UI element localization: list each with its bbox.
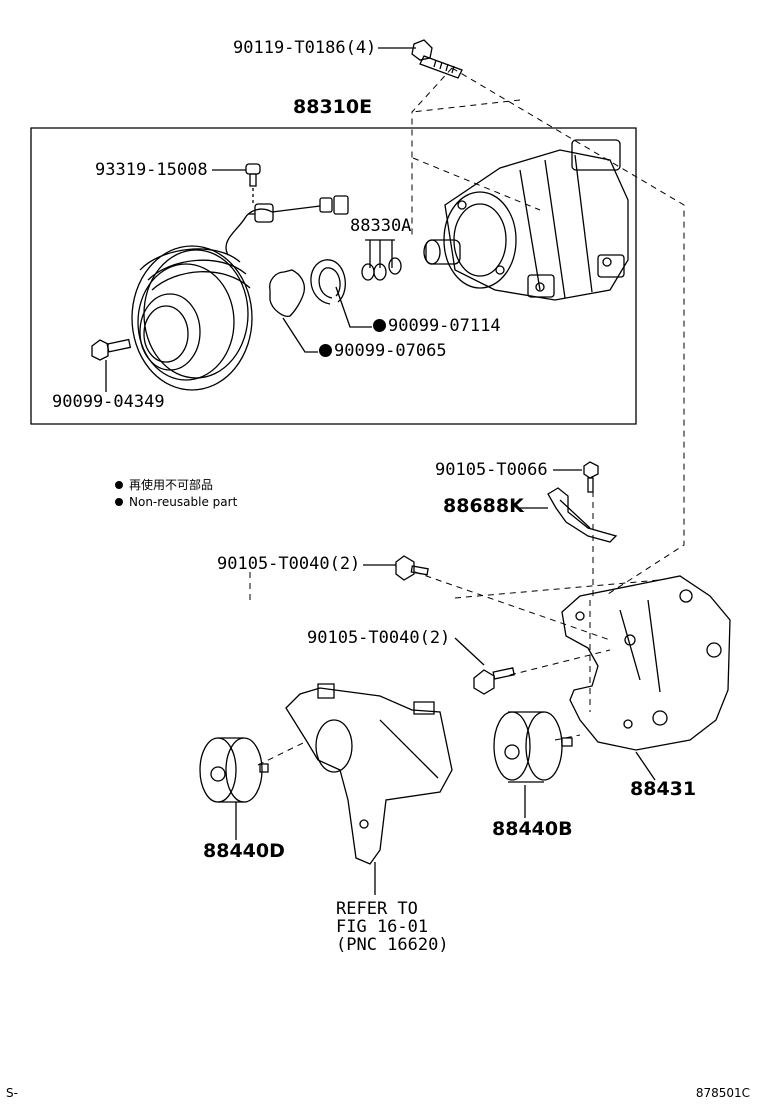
part-label-snap-ring[interactable]: 90099-07114 xyxy=(373,318,501,335)
bolt-icon xyxy=(92,340,130,360)
assembly-frame xyxy=(31,128,636,424)
idler-pulley-icon xyxy=(200,738,268,802)
legend-dot xyxy=(115,481,123,489)
gasket-icon xyxy=(270,270,305,316)
alignment-lines xyxy=(250,68,684,765)
idler-pulley-icon xyxy=(494,712,572,782)
part-label-idler-b[interactable]: 88440B xyxy=(492,818,573,840)
snap-ring-icon xyxy=(311,260,345,304)
screw-icon xyxy=(246,164,260,205)
clutch-pulley-icon xyxy=(132,246,252,390)
part-label-bolt-mid-a[interactable]: 90105-T0040(2) xyxy=(217,554,361,574)
non-reusable-dot xyxy=(319,344,332,357)
legend-text: 再使用不可部品 xyxy=(129,478,214,492)
part-label-screw[interactable]: 93319-15008 xyxy=(95,160,208,180)
part-label-compressor-bracket[interactable]: 88431 xyxy=(630,778,697,800)
part-label-idler-d[interactable]: 88440D xyxy=(203,840,285,862)
legend-en: Non-reusable part xyxy=(115,495,237,509)
part-number: 90099-07114 xyxy=(388,316,501,336)
bolt-icon xyxy=(584,462,598,492)
footer-left: S- xyxy=(6,1086,18,1100)
part-label-bracket-small[interactable]: 88688K xyxy=(443,495,524,517)
compressor-bracket-icon xyxy=(562,576,730,750)
part-label-clutch-bolt[interactable]: 90099-04349 xyxy=(52,392,165,412)
reference-note-line3[interactable]: (PNC 16620) xyxy=(336,935,449,955)
leader-lines xyxy=(106,48,655,895)
bolt-icon xyxy=(474,668,514,694)
part-label-shim[interactable]: 90099-07065 xyxy=(319,343,447,360)
part-label-assembly[interactable]: 88310E xyxy=(293,96,373,118)
reference-note-line2[interactable]: FIG 16-01 xyxy=(336,917,429,937)
bolt-icon xyxy=(412,40,462,78)
non-reusable-dot xyxy=(373,319,386,332)
part-label-bolt-top[interactable]: 90119-T0186(4) xyxy=(233,38,377,58)
legend-dot xyxy=(115,498,123,506)
part-number: 90099-07065 xyxy=(334,341,447,361)
part-label-valve[interactable]: 88330A xyxy=(350,216,412,236)
compressor-icon xyxy=(424,140,628,300)
part-label-bolt-mid-b[interactable]: 90105-T0040(2) xyxy=(307,628,451,648)
legend-text: Non-reusable part xyxy=(129,495,238,509)
bracket-icon xyxy=(548,488,616,542)
part-label-bracket-bolt[interactable]: 90105-T0066 xyxy=(435,460,548,480)
tensioner-bracket-icon xyxy=(286,684,452,864)
footer-diagram-code: 878501C xyxy=(695,1086,750,1100)
connector-icon xyxy=(226,196,348,255)
legend-jp: 再使用不可部品 xyxy=(115,476,213,493)
reference-note-line1[interactable]: REFER TO xyxy=(336,899,418,919)
shim-icon xyxy=(362,258,401,280)
bolt-icon xyxy=(396,556,428,580)
